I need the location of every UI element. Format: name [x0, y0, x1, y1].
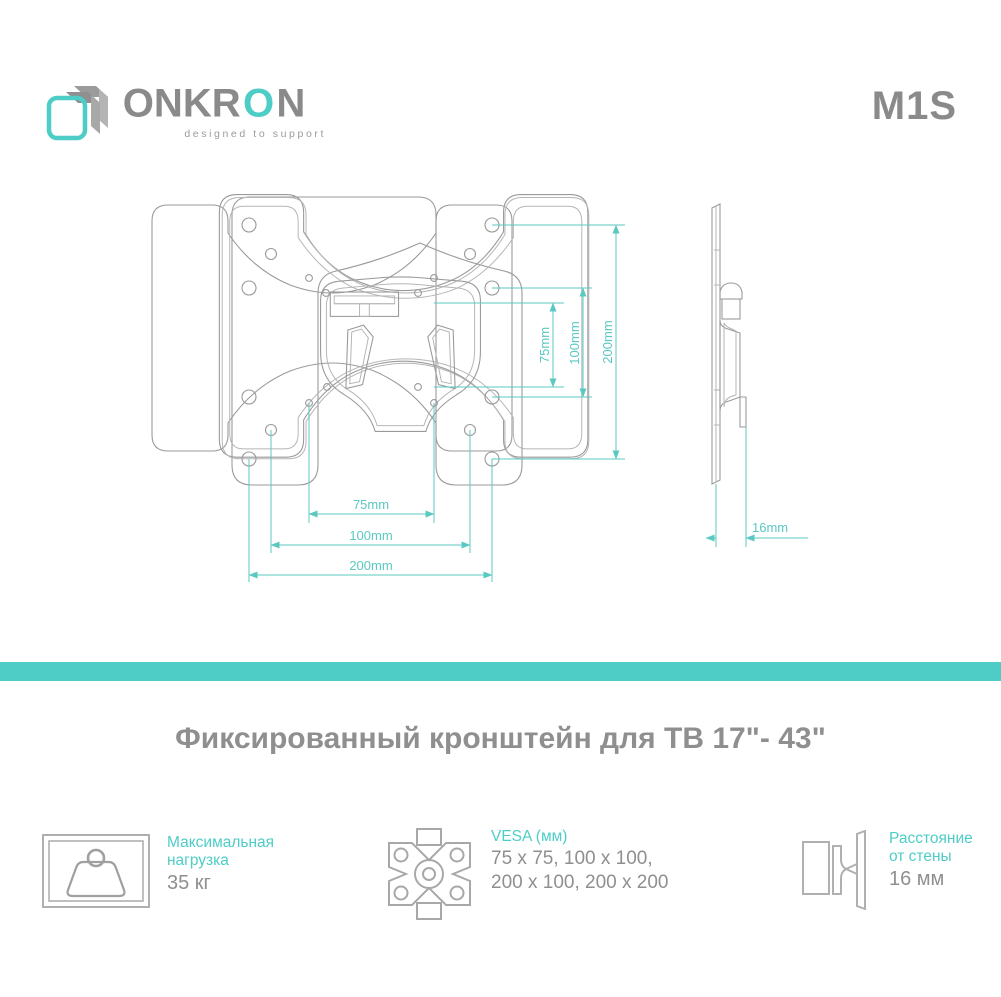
svg-text:ONKR: ONKR	[123, 84, 241, 125]
feature-vesa: VESA (мм) 75 x 75, 100 x 100, 200 x 100,…	[386, 828, 668, 920]
brand-wordmark: ONKR O N	[123, 84, 306, 125]
bracket-side-view	[711, 203, 747, 485]
vesa-text: VESA (мм) 75 x 75, 100 x 100, 200 x 100,…	[491, 828, 668, 894]
wall-distance-label-line2: от стены	[889, 848, 952, 865]
feature-wall-distance: Расстояние от стены 16 мм	[800, 830, 973, 910]
bracket-front-view	[151, 194, 590, 486]
vesa-label: VESA (мм)	[491, 828, 568, 845]
brand-tagline: designed to support	[184, 128, 326, 140]
weight-icon	[42, 834, 150, 908]
brand-wordmark-wrap: ONKR O N designed to support	[118, 84, 326, 140]
drawing-canvas: .part { fill:none; stroke:#9a9a9a; strok…	[151, 194, 808, 582]
technical-drawing: .part { fill:none; stroke:#9a9a9a; strok…	[0, 175, 1001, 615]
vesa-value-line1: 75 x 75, 100 x 100,	[491, 848, 653, 869]
vertical-dimension-group: 75mm 100mm 200mm	[434, 224, 625, 460]
feature-max-load: Максимальная нагрузка 35 кг	[42, 834, 274, 908]
wall-distance-icon	[802, 830, 866, 910]
wall-distance-label-line1: Расстояние	[889, 830, 973, 847]
dim-label-h75: 75mm	[353, 497, 389, 512]
dim-label-v100: 100mm	[567, 321, 582, 364]
side-dimension-group: 16mm	[705, 427, 808, 547]
page-title: Фиксированный кронштейн для ТВ 17"- 43"	[175, 722, 826, 755]
section-divider	[0, 662, 1001, 681]
wall-distance-value: 16 мм	[889, 868, 945, 890]
max-load-value: 35 кг	[167, 872, 211, 894]
vesa-value-line2: 200 x 100, 200 x 200	[491, 872, 669, 893]
svg-text:N: N	[276, 84, 305, 125]
max-load-text: Максимальная нагрузка 35 кг	[167, 834, 274, 895]
max-load-label-line1: Максимальная	[167, 834, 275, 851]
dim-label-v200: 200mm	[600, 320, 615, 363]
brand-logo: ONKR O N designed to support	[44, 82, 326, 144]
dim-label-v75: 75mm	[537, 327, 552, 363]
feature-row: Максимальная нагрузка 35 кг VESA (мм) 75…	[0, 826, 1001, 936]
svg-text:O: O	[243, 84, 274, 125]
dim-label-h200: 200mm	[349, 558, 392, 573]
page-header: ONKR O N designed to support M1S	[0, 0, 1001, 180]
dim-label-h100: 100mm	[349, 528, 392, 543]
horizontal-dimension-group: 75mm 100mm 200mm	[248, 403, 493, 582]
wall-distance-text: Расстояние от стены 16 мм	[889, 830, 973, 891]
max-load-label-line2: нагрузка	[167, 852, 229, 869]
vesa-plate-icon	[388, 828, 471, 920]
model-code: M1S	[871, 84, 957, 128]
onkron-cube-logo-icon	[46, 86, 108, 141]
dim-label-depth16: 16mm	[752, 520, 788, 535]
